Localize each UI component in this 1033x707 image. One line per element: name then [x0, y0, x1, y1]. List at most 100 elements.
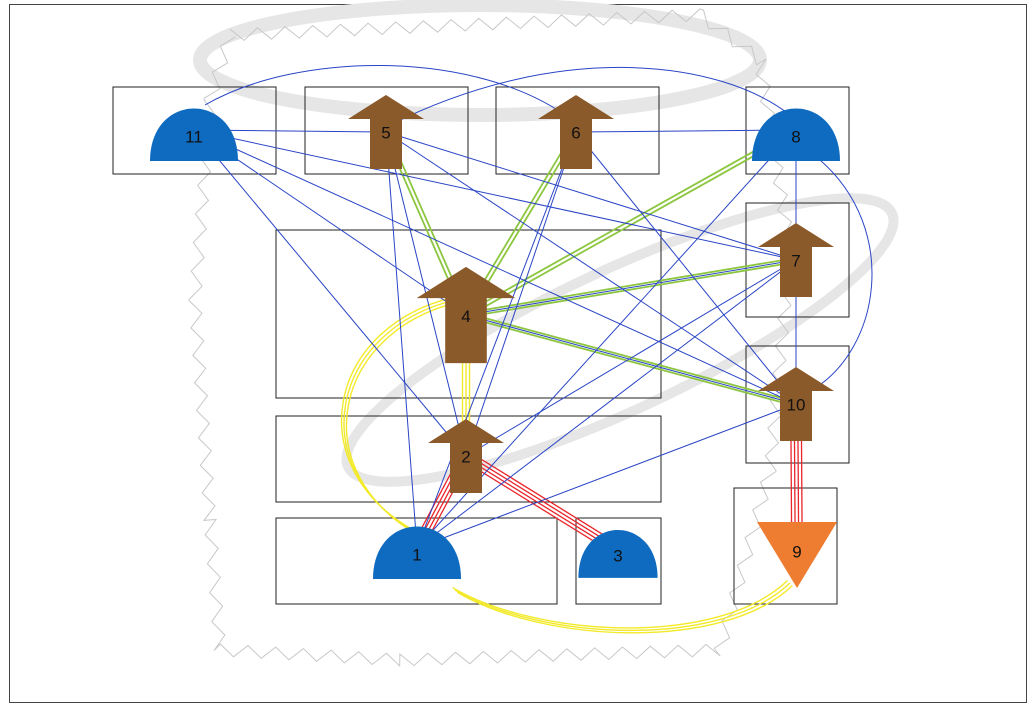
edge-blue-11-4 [193, 129, 467, 316]
edge-blue-5-8 [389, 66, 791, 126]
edge-blue-11-10 [193, 129, 797, 405]
node-shape-triangle [757, 522, 837, 588]
edge-strand [193, 129, 797, 405]
edge-strand [811, 159, 873, 391]
edge-yellow-1-9 [452, 580, 793, 634]
edge-strand [454, 582, 791, 632]
edge-blue-11-2 [193, 129, 467, 457]
edge-yellow-1-4 [340, 296, 458, 539]
edge-strand [465, 259, 797, 457]
placement-box [745, 202, 850, 318]
node-shape-arrow [416, 266, 516, 364]
edge-strand [193, 129, 467, 457]
edge-strand [416, 131, 577, 549]
node-label: 9 [792, 542, 801, 561]
node-5[interactable]: 5 [348, 95, 424, 169]
node-label: 5 [381, 123, 390, 142]
edge-strand [385, 131, 797, 405]
node-3[interactable]: 3 [578, 530, 658, 578]
edge-strand [465, 316, 796, 407]
node-9[interactable]: 9 [757, 522, 837, 588]
placement-box [575, 517, 662, 605]
edge-strand [193, 129, 797, 261]
node-4[interactable]: 4 [416, 266, 516, 364]
zigzag-boundary [188, 8, 797, 668]
edge-strand [575, 131, 797, 405]
edge-strand [204, 64, 573, 121]
placement-box [733, 487, 838, 605]
node-label: 3 [613, 547, 622, 566]
nodes-layer: 1 2 3 4 5 6 7 8 9 10 11 [150, 95, 840, 588]
node-shape-arrow [348, 95, 424, 169]
edge-strand [452, 580, 789, 629]
placement-box [275, 415, 662, 503]
edge-blue-5-7 [385, 131, 797, 261]
edge-blue-4-10 [465, 314, 797, 405]
node-label: 8 [791, 127, 800, 146]
watermark-band [341, 193, 899, 487]
edge-blue-6-10 [575, 131, 797, 405]
node-shape-dome [578, 530, 658, 578]
node-label: 6 [571, 123, 580, 142]
edge-strand [575, 129, 797, 133]
node-label: 7 [791, 251, 800, 270]
edge-blue-5-1 [385, 131, 418, 549]
node-label: 11 [185, 127, 203, 146]
edge-blue-4-7 [465, 259, 797, 316]
edge-blue-10-1 [416, 403, 797, 549]
node-7[interactable]: 7 [758, 223, 834, 297]
edge-strand [465, 257, 796, 314]
edge-strand [345, 301, 458, 539]
node-shape-arrow [758, 223, 834, 297]
node-8[interactable]: 8 [752, 108, 840, 162]
edge-strand [465, 131, 577, 457]
edge-red-2-3 [462, 450, 622, 556]
edge-strand [385, 131, 797, 261]
edge-strand [464, 127, 796, 315]
edge-blue-6-1 [416, 131, 577, 549]
node-shape-dome [752, 108, 840, 161]
placement-box [495, 86, 660, 175]
edge-strand [193, 129, 467, 316]
edge-strand [466, 453, 620, 550]
edge-strand [465, 259, 797, 316]
edge-blue-11-6 [204, 64, 573, 121]
edge-strand [343, 299, 456, 536]
watermark-arc [193, 0, 767, 122]
node-shape-arrow [428, 419, 504, 493]
placement-box [275, 517, 558, 605]
watermark [193, 0, 899, 487]
node-11[interactable]: 11 [150, 108, 238, 162]
edge-strand [416, 259, 797, 549]
node-2[interactable]: 2 [428, 419, 504, 493]
edge-blue-5-10 [385, 131, 797, 405]
node-shape-dome [373, 526, 461, 579]
edge-blue-6-8 [575, 129, 797, 133]
node-shape-arrow [758, 367, 834, 441]
node-1[interactable]: 1 [373, 526, 461, 580]
node-label: 2 [461, 447, 470, 466]
placement-box [304, 86, 469, 175]
edge-green-4-7 [465, 257, 797, 318]
node-label: 10 [787, 395, 806, 414]
edge-strand [462, 459, 616, 556]
edge-strand [465, 314, 797, 405]
edge-strand [466, 261, 797, 318]
node-10[interactable]: 10 [758, 367, 834, 441]
edge-strand [468, 450, 622, 547]
edge-strand [385, 131, 418, 549]
edge-strand [464, 456, 618, 553]
edge-blue-8-10 [811, 159, 873, 391]
node-shape-dome [150, 108, 238, 161]
edge-blue-6-2 [465, 131, 577, 457]
edge-strand [389, 66, 791, 126]
node-label: 1 [412, 545, 421, 564]
edge-strand [457, 584, 793, 634]
node-shape-arrow [538, 95, 614, 169]
node-6[interactable]: 6 [538, 95, 614, 169]
edge-strand [416, 403, 797, 549]
edge-blue-7-1 [416, 259, 797, 549]
zigzag-outline [188, 8, 797, 668]
node-label: 4 [461, 307, 470, 326]
